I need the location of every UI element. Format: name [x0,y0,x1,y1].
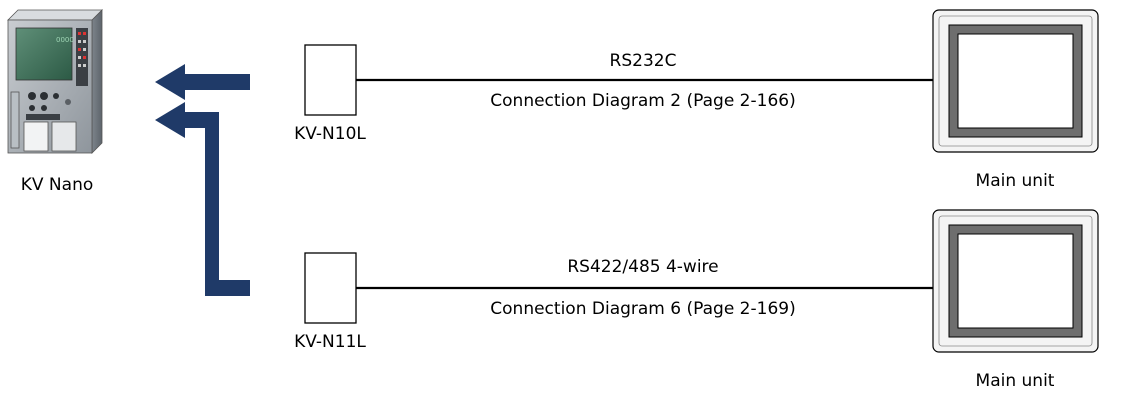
device-label: Main unit [976,371,1055,391]
arrow-upper [155,64,250,100]
connection-row-1: KV-N10L RS232C Connection Diagram 2 (Pag… [294,10,1098,191]
touch-panel-main-unit [933,210,1098,352]
touch-panel-main-unit [933,10,1098,152]
connection-row-2: KV-N11L RS422/485 4-wire Connection Diag… [294,210,1098,391]
signal-label: RS422/485 4-wire [567,257,718,277]
module-box-kv-n11l [305,253,356,323]
svg-text:0000: 0000 [56,36,74,44]
plc-icon: 0000 [8,10,102,153]
connection-arrows [155,64,250,296]
arrow-lower [155,102,250,296]
module-box-kv-n10l [305,45,356,115]
diagram-reference: Connection Diagram 6 (Page 2-169) [490,299,795,319]
module-label: KV-N10L [294,124,366,144]
device-label: Main unit [976,171,1055,191]
plc-label: KV Nano [21,175,94,195]
kv-nano-plc: 0000 KV Nano [8,10,102,195]
diagram-reference: Connection Diagram 2 (Page 2-166) [490,91,795,111]
signal-label: RS232C [610,51,677,71]
module-label: KV-N11L [294,332,366,352]
